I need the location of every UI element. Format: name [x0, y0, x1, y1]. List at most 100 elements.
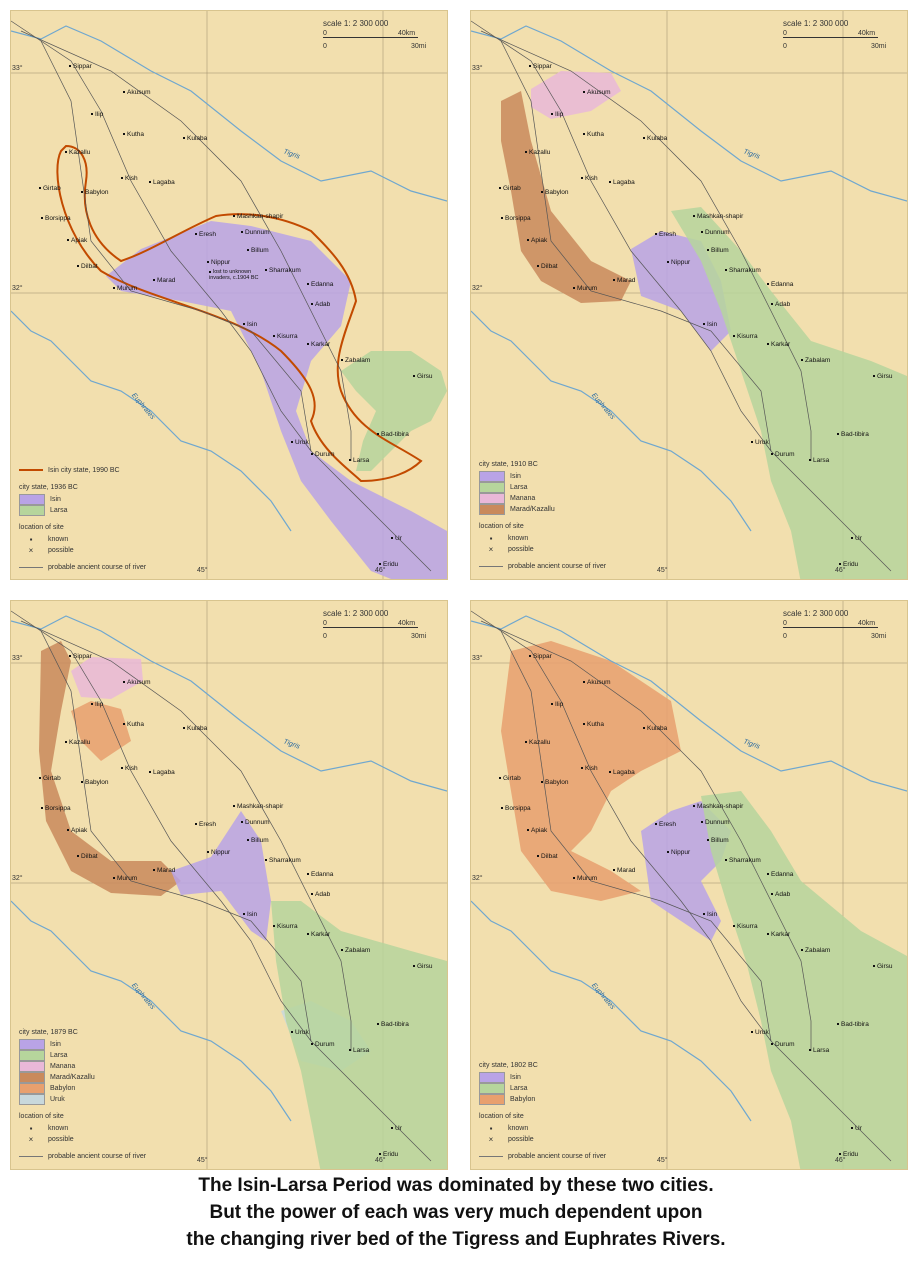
legend-row: Isin: [479, 471, 606, 482]
legend-row: Larsa: [479, 482, 606, 493]
legend-river-swatch: [19, 1156, 43, 1157]
legend-river-swatch: [19, 566, 43, 568]
legend-row: Babylon: [19, 1083, 146, 1094]
city-label: Mashkan-shapir: [233, 803, 283, 810]
city-label: Dilbat: [77, 263, 98, 270]
city-label: Billum: [247, 247, 269, 254]
legend-swatch: [19, 1050, 45, 1061]
city-label: Sippar: [69, 63, 92, 70]
city-label: Marad: [153, 867, 175, 874]
lat-32-label: 32°: [12, 875, 23, 882]
legend-river-label: probable ancient course of river: [508, 563, 607, 570]
city-label: Nippur: [667, 849, 690, 856]
city-label: Kazallu: [525, 739, 550, 746]
legend-border-label: Isin city state, 1990 BC: [48, 466, 120, 474]
city-label: Babylon: [81, 189, 109, 196]
city-label: Dunnum: [701, 229, 730, 236]
ancient-river-course-1: [471, 20, 892, 572]
legend-row-border: Isin city state, 1990 BC: [19, 465, 146, 476]
city-label: Durum: [311, 451, 335, 458]
city-label: Adab: [311, 301, 330, 308]
city-label: Kish: [121, 175, 138, 182]
city-label: Edanna: [307, 871, 333, 878]
legend-row-river: probable ancient course of river: [19, 562, 146, 573]
legend-known-label: known: [48, 1125, 69, 1132]
scale-km: 40km: [858, 620, 876, 627]
city-label: Larsa: [349, 457, 369, 464]
possible-site-icon: ×: [28, 1135, 34, 1144]
scale-mi: 30mi: [411, 633, 427, 640]
scale-km: 40km: [398, 620, 416, 627]
map-canvas: [471, 11, 907, 579]
city-label: Marad: [613, 277, 635, 284]
city-label: Nippur: [207, 259, 230, 266]
city-label: Kulaba: [183, 135, 207, 142]
city-label: Akusum: [583, 679, 610, 686]
city-label: Nippur: [667, 259, 690, 266]
city-label: Babylon: [81, 779, 109, 786]
city-label: Kish: [581, 175, 598, 182]
legend-label: Larsa: [50, 506, 68, 514]
city-label: Zabalam: [801, 947, 830, 954]
city-label: Ilip: [551, 111, 563, 118]
legend-row: Manana: [479, 493, 606, 504]
legend-label: Marad/Kazallu: [510, 506, 555, 513]
legend-label: Babylon: [510, 1096, 536, 1103]
scale-mi: 30mi: [411, 43, 427, 50]
city-label: Akusum: [583, 89, 610, 96]
legend-swatch: [19, 1072, 45, 1083]
city-label: Durum: [771, 451, 795, 458]
legend-label: Larsa: [510, 1085, 528, 1092]
legend-swatch: [479, 1094, 505, 1105]
scale-label: scale 1: 2 300 000: [323, 609, 389, 618]
known-site-icon: ▪: [29, 1124, 33, 1133]
city-label: Zabalam: [341, 357, 370, 364]
city-label: Billum: [247, 837, 269, 844]
city-label: Girsu: [873, 373, 893, 380]
legend-row-river: probable ancient course of river: [19, 1151, 146, 1162]
legend-row: Isin: [479, 1072, 606, 1083]
lon-46-label: 46°: [375, 1157, 386, 1164]
legend-row: Marad/Kazallu: [479, 504, 606, 515]
scale-mi-zero: 0: [783, 43, 787, 50]
legend-row-possible: × possible: [19, 1134, 146, 1145]
scale-km: 40km: [398, 30, 416, 37]
legend-known-label: known: [508, 1125, 529, 1132]
legend-row-river: probable ancient course of river: [479, 561, 606, 572]
ancient-river-course-1: [11, 20, 432, 572]
city-label: Uruk: [291, 439, 309, 446]
city-label: Kazallu: [65, 739, 90, 746]
legend-swatch: [19, 1083, 45, 1094]
city-label: Bad-tibira: [837, 1021, 869, 1028]
legend-label: Marad/Kazallu: [50, 1074, 95, 1081]
ancient-river-course-2: [20, 30, 352, 461]
city-label: Karkar: [307, 931, 330, 938]
legend-row-known: ▪known: [479, 533, 606, 544]
city-label: Borsippa: [41, 215, 71, 222]
region-larsa: [671, 207, 907, 579]
region-larsa: [271, 901, 447, 1169]
legend-river-label: probable ancient course of river: [508, 1153, 607, 1160]
city-label: Akusum: [123, 89, 150, 96]
city-label: Eresh: [655, 231, 676, 238]
ancient-river-course-2: [480, 30, 812, 461]
legend-possible-label: possible: [508, 546, 534, 553]
map-canvas: [11, 11, 447, 579]
legend-row: Larsa: [19, 504, 146, 516]
legend-label: Manana: [50, 1063, 76, 1070]
caption-line-2: But the power of each was very much depe…: [209, 1202, 703, 1223]
city-label: Eridu: [379, 1151, 398, 1158]
legend-row: Uruk: [19, 1094, 146, 1105]
legend-swatch: [479, 1072, 505, 1083]
city-label: Borsippa: [501, 805, 531, 812]
legend-swatch: [19, 1061, 45, 1072]
lon-45-label: 45°: [657, 567, 668, 574]
legend-possible-label: possible: [48, 1136, 74, 1143]
caption: The Isin-Larsa Period was dominated by t…: [0, 1172, 912, 1274]
city-label: Apiak: [527, 237, 547, 244]
legend-swatch: [19, 1039, 45, 1050]
scale-mi-zero: 0: [323, 633, 327, 640]
